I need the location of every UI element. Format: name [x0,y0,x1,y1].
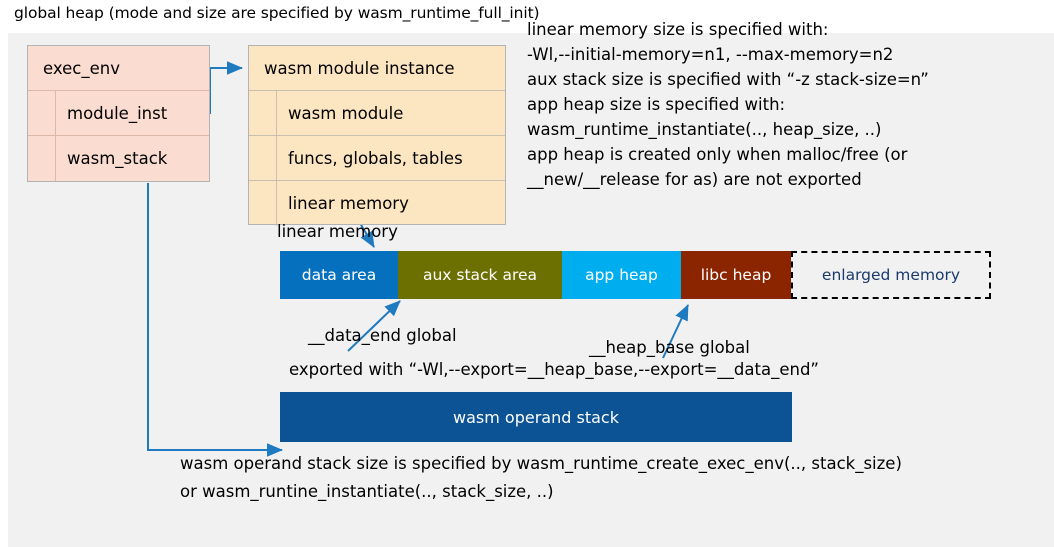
indent-cell [28,136,56,181]
exported-annotation: exported with “-Wl,--export=__heap_base,… [289,360,819,379]
indent-cell [249,91,277,135]
memory-segment-data-area: data area [280,251,398,299]
module-instance-row-funcs: funcs, globals, tables [249,136,505,181]
exec-env-box: exec_env module_inst wasm_stack [27,45,210,182]
wasm-operand-stack-box: wasm operand stack [280,392,792,442]
wasm-operand-stack-label: wasm operand stack [453,407,619,427]
memory-segment-libc-heap: libc heap [681,251,791,299]
wire-heap-base [662,304,689,359]
data-end-annotation: __data_end global [308,326,457,345]
exec-env-row-wasm-stack: wasm_stack [28,136,209,181]
wire-data-end [347,300,401,352]
linear-memory-note-line-6: __new/__release for as) are not exported [527,170,862,189]
module-instance-row-wasm-module: wasm module [249,91,505,136]
exec-env-title: exec_env [43,58,120,78]
module-instance-row-linear-memory: linear memory [249,181,505,226]
operand-stack-note: wasm operand stack size is specified by … [180,450,902,506]
linear-memory-label: linear memory [288,194,409,213]
connector-layer [147,61,689,457]
wasm-stack-label: wasm_stack [67,149,168,168]
heap-base-annotation: __heap_base global [589,338,750,357]
module-instance-title: wasm module instance [264,58,455,78]
linear-memory-note-line-1: -Wl,--initial-memory=n1, --max-memory=n2 [527,45,894,64]
module-instance-header: wasm module instance [249,46,505,91]
wire-wasm-stack [147,183,283,457]
operand-stack-note-line-1: or wasm_runtine_instantiate(.., stack_si… [180,482,554,501]
linear-memory-note-line-4: wasm_runtime_instantiate(.., heap_size, … [527,120,882,139]
linear-memory-note-line-0: linear memory size is specified with: [527,20,829,39]
memory-segment-app-heap: app heap [562,251,681,299]
linear-memory-note-line-2: aux stack size is specified with “-z sta… [527,70,929,89]
memory-segment-enlarged-memory: enlarged memory [791,251,991,299]
page-title: global heap (mode and size are specified… [14,4,540,22]
exec-env-row-module-inst: module_inst [28,91,209,136]
operand-stack-note-line-0: wasm operand stack size is specified by … [180,454,902,473]
exec-env-header: exec_env [28,46,209,91]
indent-cell [249,181,277,226]
indent-cell [28,91,56,135]
indent-cell [249,136,277,180]
wasm-module-instance-box: wasm module instance wasm module funcs, … [248,45,506,226]
memory-segment-aux-stack-area: aux stack area [398,251,562,299]
wasm-module-label: wasm module [288,103,404,123]
funcs-globals-tables-label: funcs, globals, tables [288,148,463,168]
linear-memory-strip-label: linear memory [277,222,398,241]
linear-memory-note: linear memory size is specified with: -W… [527,17,929,192]
linear-memory-note-line-3: app heap size is specified with: [527,95,786,114]
module-inst-label: module_inst [67,103,168,123]
linear-memory-note-line-5: app heap is created only when malloc/fre… [527,145,908,164]
